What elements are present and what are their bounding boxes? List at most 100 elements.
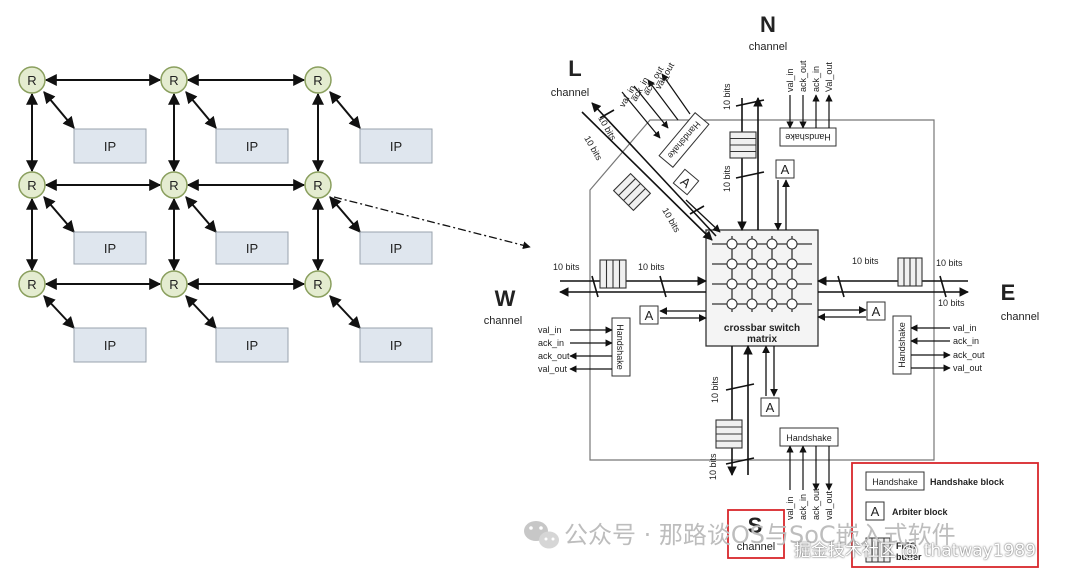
channel-e-word: channel: [1001, 311, 1040, 323]
arbiter-block-south: A: [760, 397, 780, 417]
signal-label: val_in: [953, 323, 977, 333]
router-detail: crossbar switch matrix: [484, 12, 1040, 553]
arbiter-label: A: [781, 162, 790, 177]
bus-line: [581, 111, 713, 241]
signal-label: val_out: [824, 490, 834, 520]
ip-label: IP: [246, 241, 258, 256]
arbiter-label: A: [645, 308, 654, 323]
router-label: R: [169, 277, 178, 292]
arbiter-block-local: A: [672, 168, 700, 196]
channel-s-letter: S: [748, 513, 763, 538]
ip-link: [329, 295, 361, 329]
ip-label: IP: [104, 139, 116, 154]
arbiter-label: A: [766, 400, 775, 415]
ip-link: [185, 91, 217, 129]
router-node: R: [18, 270, 46, 298]
router-label: R: [169, 73, 178, 88]
handshake-block-local: Handshake: [658, 112, 710, 168]
ip-label: IP: [246, 338, 258, 353]
arbiter-block-east: A: [866, 301, 886, 321]
signal-label: val_in: [785, 496, 795, 520]
router-node: R: [18, 66, 46, 94]
bits-label: 10 bits: [638, 262, 665, 272]
router-node: R: [304, 270, 332, 298]
channel-s-word: channel: [737, 541, 776, 553]
fifo-buffers: [599, 131, 923, 449]
channel-w-word: channel: [484, 315, 523, 327]
arbiter-block-north: A: [775, 159, 795, 179]
signal-label: ack_in: [811, 66, 821, 92]
handshake-block-west: Handshake: [611, 317, 631, 377]
ip-label: IP: [104, 338, 116, 353]
zoom-connector: [333, 196, 531, 250]
ip-block: IP: [215, 231, 289, 265]
ip-block: IP: [73, 327, 147, 363]
routers: R R R R R R R R R: [18, 66, 332, 298]
ip-link: [43, 196, 75, 233]
legend-handshake-desc: Handshake block: [930, 477, 1005, 487]
signal-label: ack_out: [953, 350, 985, 360]
arbiter-label: A: [872, 304, 881, 319]
ip-block: IP: [215, 327, 289, 363]
handshake-label: Handshake: [897, 322, 907, 368]
signal-label: val_out: [953, 363, 983, 373]
router-node: R: [304, 171, 332, 199]
handshake-block-east: Handshake: [892, 315, 912, 375]
legend-arbiter-desc: Arbiter block: [892, 507, 949, 517]
signal-label: ack_out: [798, 60, 808, 92]
ip-block: IP: [73, 128, 147, 164]
channel-n-word: channel: [749, 41, 788, 53]
bits-label: 10 bits: [938, 298, 965, 308]
bits-label: 10 bits: [708, 453, 718, 480]
bits-label: 10 bits: [710, 376, 720, 403]
handshake-label: Handshake: [615, 324, 625, 370]
ip-block: IP: [215, 128, 289, 164]
crossbar-label-1: crossbar switch: [724, 323, 800, 334]
bits-label: 10 bits: [852, 256, 879, 266]
signal-label: val_in: [785, 68, 795, 92]
channel-labels: N channel L channel W channel E channel …: [484, 12, 1040, 553]
handshake-block-south: Handshake: [779, 427, 839, 447]
arbiter-blocks: A A A A A: [639, 159, 886, 417]
ip-label: IP: [390, 241, 402, 256]
router-label: R: [313, 178, 322, 193]
bits-label: 10 bits: [722, 165, 732, 192]
ip-label: IP: [390, 139, 402, 154]
bits-label: 10 bits: [660, 206, 682, 234]
ip-link: [43, 91, 75, 129]
router-node: R: [160, 171, 188, 199]
legend: Handshake Handshake block A Arbiter bloc…: [851, 462, 1039, 568]
channel-l-word: channel: [551, 87, 590, 99]
bits-label: 10 bits: [722, 83, 732, 110]
router-label: R: [27, 73, 36, 88]
arbiter-block-west: A: [639, 305, 659, 325]
ip-label: IP: [246, 139, 258, 154]
ip-link: [43, 295, 75, 329]
router-label: R: [169, 178, 178, 193]
channel-w-letter: W: [495, 286, 516, 311]
fifo-buffer-west: [599, 259, 627, 289]
legend-handshake: Handshake Handshake block: [865, 471, 1005, 491]
ip-block: IP: [359, 128, 433, 164]
signal-label: ack_out: [811, 488, 821, 520]
fifo-buffer-local: [612, 172, 652, 212]
ip-link: [329, 196, 361, 233]
fifo-buffer-south: [715, 419, 743, 449]
mesh-network: [26, 74, 531, 329]
ip-label: IP: [390, 338, 402, 353]
legend-fifo: FIFO buffer: [865, 537, 922, 563]
fifo-buffer-north: [729, 131, 757, 159]
legend-arbiter: A Arbiter block: [865, 501, 949, 521]
channel-e-letter: E: [1001, 280, 1016, 305]
handshake-label: Handshake: [786, 433, 832, 443]
watermark-text: 公众号 · 那路谈OS与SoC嵌入式软件: [564, 521, 956, 549]
ip-link: [185, 295, 217, 329]
signal-labels: val_in ack_in ack_out val_out val_in ack…: [538, 60, 985, 520]
handshake-block-north: Handshake: [779, 127, 837, 147]
watermark-credit: 掘金技术社区 @ thatway1989: [794, 541, 1036, 561]
signal-label: val_in: [538, 325, 562, 335]
ip-blocks: IP IP IP IP IP IP IP IP IP: [73, 128, 433, 363]
router-node: R: [304, 66, 332, 94]
signal-label: ack_in: [798, 494, 808, 520]
